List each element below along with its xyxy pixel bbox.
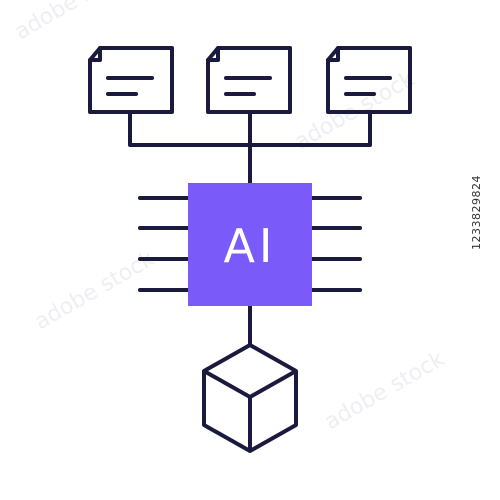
stock-id-label: 1233829824 (470, 175, 483, 250)
connector-lines (128, 110, 372, 347)
svg-text:adobe stock: adobe stock (11, 0, 140, 45)
connector-left (128, 110, 252, 147)
document-icon-left (88, 46, 174, 114)
ai-chip-label: AI (223, 219, 276, 273)
document-icon-center (206, 46, 292, 114)
connector-right (248, 110, 372, 147)
chip-pins (138, 196, 362, 292)
document-icon-right (326, 46, 412, 114)
svg-text:adobe stock: adobe stock (321, 347, 450, 436)
cube-icon (202, 343, 298, 453)
ai-chip (188, 183, 312, 306)
